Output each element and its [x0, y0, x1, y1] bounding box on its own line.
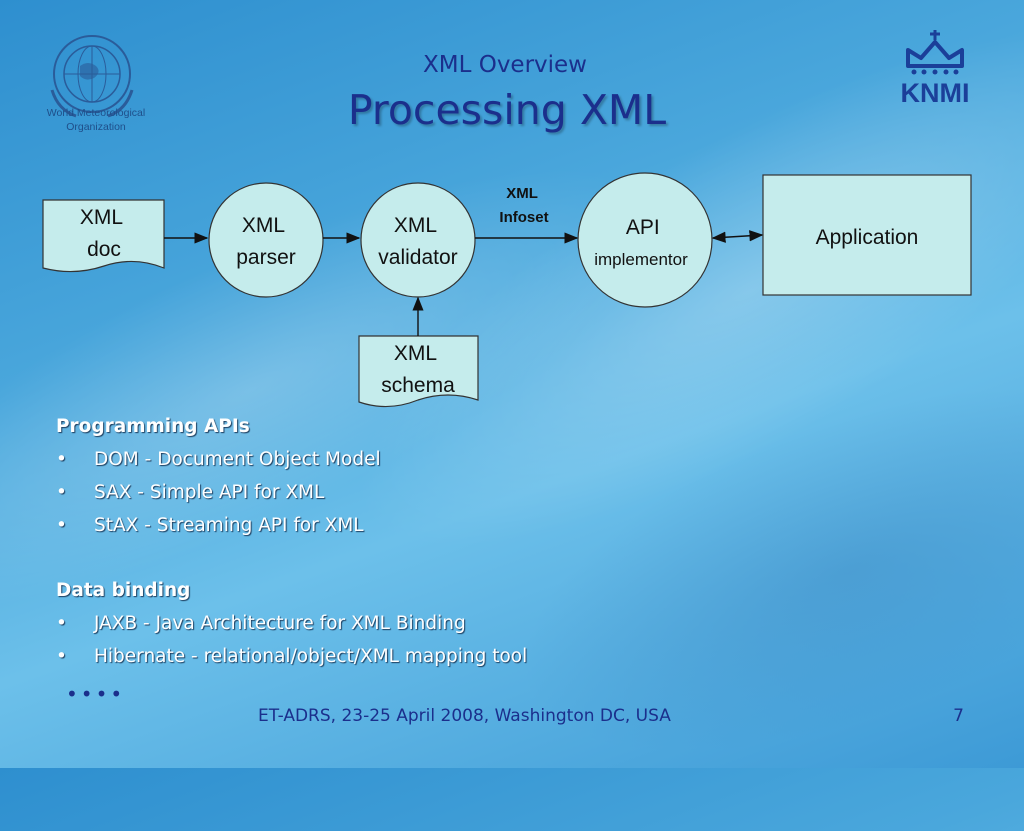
xml-parser-node [208, 182, 324, 298]
bullet-dot: • [56, 613, 67, 634]
list-item: • DOM - Document Object Model [56, 449, 381, 470]
xml-validator-line1: XML [394, 214, 437, 237]
page-number: 7 [953, 706, 964, 726]
knmi-wordmark: KNMI [901, 78, 970, 106]
bullet-text: SAX - Simple API for XML [94, 482, 325, 503]
application-box [762, 174, 972, 296]
list-item: • SAX - Simple API for XML [56, 482, 324, 503]
xml-schema-shape [358, 335, 479, 408]
list-item: • Hibernate - relational/object/XML mappi… [56, 646, 527, 667]
data-binding-heading: Data binding [56, 580, 191, 601]
xml-doc-label: XML doc [80, 206, 128, 261]
arrow-api-to-application [711, 230, 764, 243]
xml-doc-line1: XML [80, 206, 123, 229]
api-line1: API [626, 216, 660, 239]
bullet-dot: • [56, 482, 67, 503]
xml-parser-line1: XML [242, 214, 285, 237]
bullet-text: DOM - Document Object Model [94, 449, 381, 470]
xml-validator-node [360, 182, 476, 298]
wmo-logo [50, 35, 134, 118]
xml-doc-shape [42, 199, 165, 273]
list-item: • JAXB - Java Architecture for XML Bindin… [56, 613, 466, 634]
svg-text:XML schema: XML schema [381, 342, 455, 397]
bullet-text: JAXB - Java Architecture for XML Binding [94, 613, 466, 634]
svg-text:XML parser: XML parser [236, 214, 296, 269]
api-line2: implementor [594, 250, 688, 269]
bullet-dot: • [56, 646, 67, 667]
application-label: Application [816, 226, 919, 249]
slide-subtitle: XML Overview [422, 52, 587, 78]
xml-validator-line2: validator [378, 246, 457, 269]
slide-title: Processing XML [347, 86, 667, 134]
processing-diagram: XML doc XML parser XML validator XML Inf… [42, 172, 972, 408]
xml-schema-line2: schema [381, 374, 455, 397]
programming-apis-heading: Programming APIs [56, 416, 250, 437]
infoset-line2: Infoset [499, 209, 548, 226]
xml-doc-line2: doc [87, 238, 121, 261]
knmi-logo: KNMI [901, 30, 970, 106]
list-item: • StAX - Streaming API for XML [56, 515, 364, 536]
svg-text:XML Infoset: XML Infoset [499, 185, 548, 226]
xml-parser-line2: parser [236, 246, 296, 269]
svg-text:API implementor: API implementor [594, 216, 688, 269]
bullet-dot: • [56, 515, 67, 536]
continuation-dots: •••• [66, 682, 126, 706]
bullet-text: StAX - Streaming API for XML [94, 515, 364, 536]
svg-text:XML validator: XML validator [378, 214, 457, 269]
wmo-name: World Meteorological Organization [46, 107, 146, 133]
infoset-line1: XML [506, 185, 538, 202]
bullet-text: Hibernate - relational/object/XML mappin… [94, 646, 528, 667]
bullet-dot: • [56, 449, 67, 470]
api-implementor-node [577, 172, 713, 308]
xml-schema-line1: XML [394, 342, 437, 365]
footer-text: ET-ADRS, 23-25 April 2008, Washington DC… [258, 706, 671, 726]
